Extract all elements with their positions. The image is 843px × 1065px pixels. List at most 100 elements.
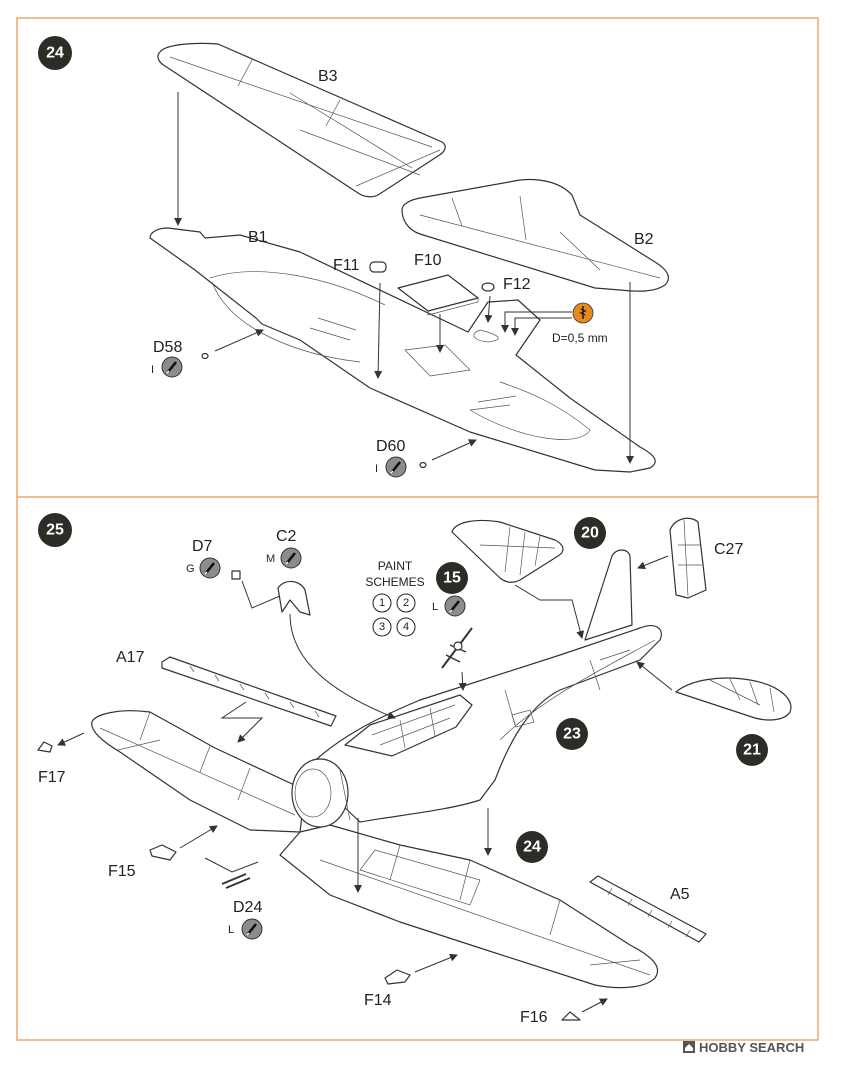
arrow-c27	[637, 555, 669, 570]
arrow-d58	[214, 329, 264, 352]
label-a5: A5	[670, 886, 690, 903]
label-b3: B3	[318, 68, 338, 85]
drill-note: D=0,5 mm	[552, 331, 608, 345]
step-number: 25	[46, 522, 64, 539]
paint-code-c2: M	[266, 553, 275, 565]
arrow-d60	[431, 439, 477, 461]
part-f11	[369, 261, 387, 273]
step-badge: 25	[38, 513, 72, 547]
label-f16: F16	[520, 1009, 548, 1026]
label-d58: D58	[153, 339, 182, 356]
paint-brush-icon	[199, 557, 221, 579]
house-logo-icon	[683, 1041, 695, 1053]
sub-step-23: 23	[563, 726, 581, 743]
part-b3-wing	[157, 42, 446, 198]
sub-step-badge: 24	[516, 831, 548, 863]
scheme-number: 1	[379, 597, 385, 609]
watermark-text: HOBBY SEARCH	[699, 1040, 804, 1055]
paint-scheme-option: 1	[372, 593, 392, 613]
paint-scheme-option: 2	[396, 593, 416, 613]
arrow-f12	[484, 295, 493, 323]
paint-scheme-option: 3	[372, 617, 392, 637]
paint-code-d58: I	[151, 364, 154, 376]
part-c27-rudder	[669, 517, 707, 599]
paint-brush-icon	[161, 356, 183, 378]
stabilizer-right	[675, 677, 792, 721]
arrow-f17	[57, 732, 85, 746]
part-f15	[149, 844, 177, 861]
sub-step-badge: 21	[736, 734, 768, 766]
sub-assembly-15	[441, 627, 473, 669]
part-f16	[561, 1011, 581, 1021]
part-d24	[221, 873, 251, 889]
paint-brush-icon	[444, 595, 466, 617]
part-d58	[201, 352, 209, 360]
label-f12: F12	[503, 276, 531, 293]
arrow-stabilizer-right	[636, 661, 673, 691]
wing-left	[91, 710, 306, 833]
part-c2-bracket	[277, 580, 311, 616]
label-b1: B1	[248, 229, 268, 246]
step-24-panel: 24 B3 B1	[38, 36, 669, 478]
label-c27: C27	[714, 541, 743, 558]
part-a5	[589, 875, 707, 943]
paint-brush-icon	[385, 456, 407, 478]
arrow-f15	[179, 825, 218, 849]
watermark: HOBBY SEARCH	[683, 1040, 804, 1055]
part-f12	[481, 282, 495, 292]
drill-icon	[572, 302, 594, 324]
paint-scheme-option: 4	[396, 617, 416, 637]
paint-code-d7: G	[186, 563, 195, 575]
sub-step-badge: 15	[436, 562, 468, 594]
part-b1-lower-wing	[149, 227, 656, 473]
label-f14: F14	[364, 992, 392, 1009]
part-f17	[37, 741, 53, 753]
scheme-number: 4	[403, 621, 409, 633]
sub-step-20: 20	[581, 525, 599, 542]
paint-brush-icon	[241, 918, 263, 940]
paint-schemes-line1: PAINT	[378, 559, 413, 573]
part-d7	[231, 570, 241, 580]
sub-step-badge: 23	[556, 718, 588, 750]
part-d60	[419, 461, 427, 469]
label-d60: D60	[376, 438, 405, 455]
engine-cowling	[291, 758, 351, 828]
label-c2: C2	[276, 528, 297, 545]
sub-step-15: 15	[443, 570, 461, 587]
part-f10-plate	[397, 274, 479, 316]
bracket-d7	[241, 580, 281, 609]
arrow-15	[458, 671, 467, 691]
sub-step-21: 21	[743, 742, 761, 759]
wing-right	[279, 824, 659, 989]
sub-step-badge: 20	[574, 517, 606, 549]
arrow-f14	[414, 953, 458, 973]
cockpit	[344, 694, 473, 757]
arrow-f16	[581, 998, 608, 1013]
step-number: 24	[46, 45, 64, 62]
label-f10: F10	[414, 252, 442, 269]
label-f17: F17	[38, 769, 66, 786]
step-25-panel: 25	[37, 513, 792, 1026]
scheme-number: 3	[379, 621, 385, 633]
part-b2-wing	[401, 178, 669, 292]
label-d24: D24	[233, 899, 262, 916]
part-f14	[384, 969, 411, 985]
arrow-stabilizer-left	[514, 584, 585, 639]
label-a17: A17	[116, 649, 145, 666]
scheme-number: 2	[403, 597, 409, 609]
part-a17	[161, 656, 337, 727]
bracket-d24	[204, 857, 259, 873]
step-badge: 24	[38, 36, 72, 70]
sub-step-24: 24	[523, 839, 541, 856]
arrow-c2	[289, 613, 396, 720]
drill-line-1	[501, 311, 572, 333]
paint-code-15: L	[432, 601, 438, 613]
paint-schemes-line2: SCHEMES	[365, 575, 424, 589]
label-f15: F15	[108, 863, 136, 880]
stabilizer-left	[451, 519, 564, 583]
vertical-fin	[584, 549, 633, 641]
page-frame	[16, 17, 819, 1041]
label-f11: F11	[333, 257, 359, 274]
